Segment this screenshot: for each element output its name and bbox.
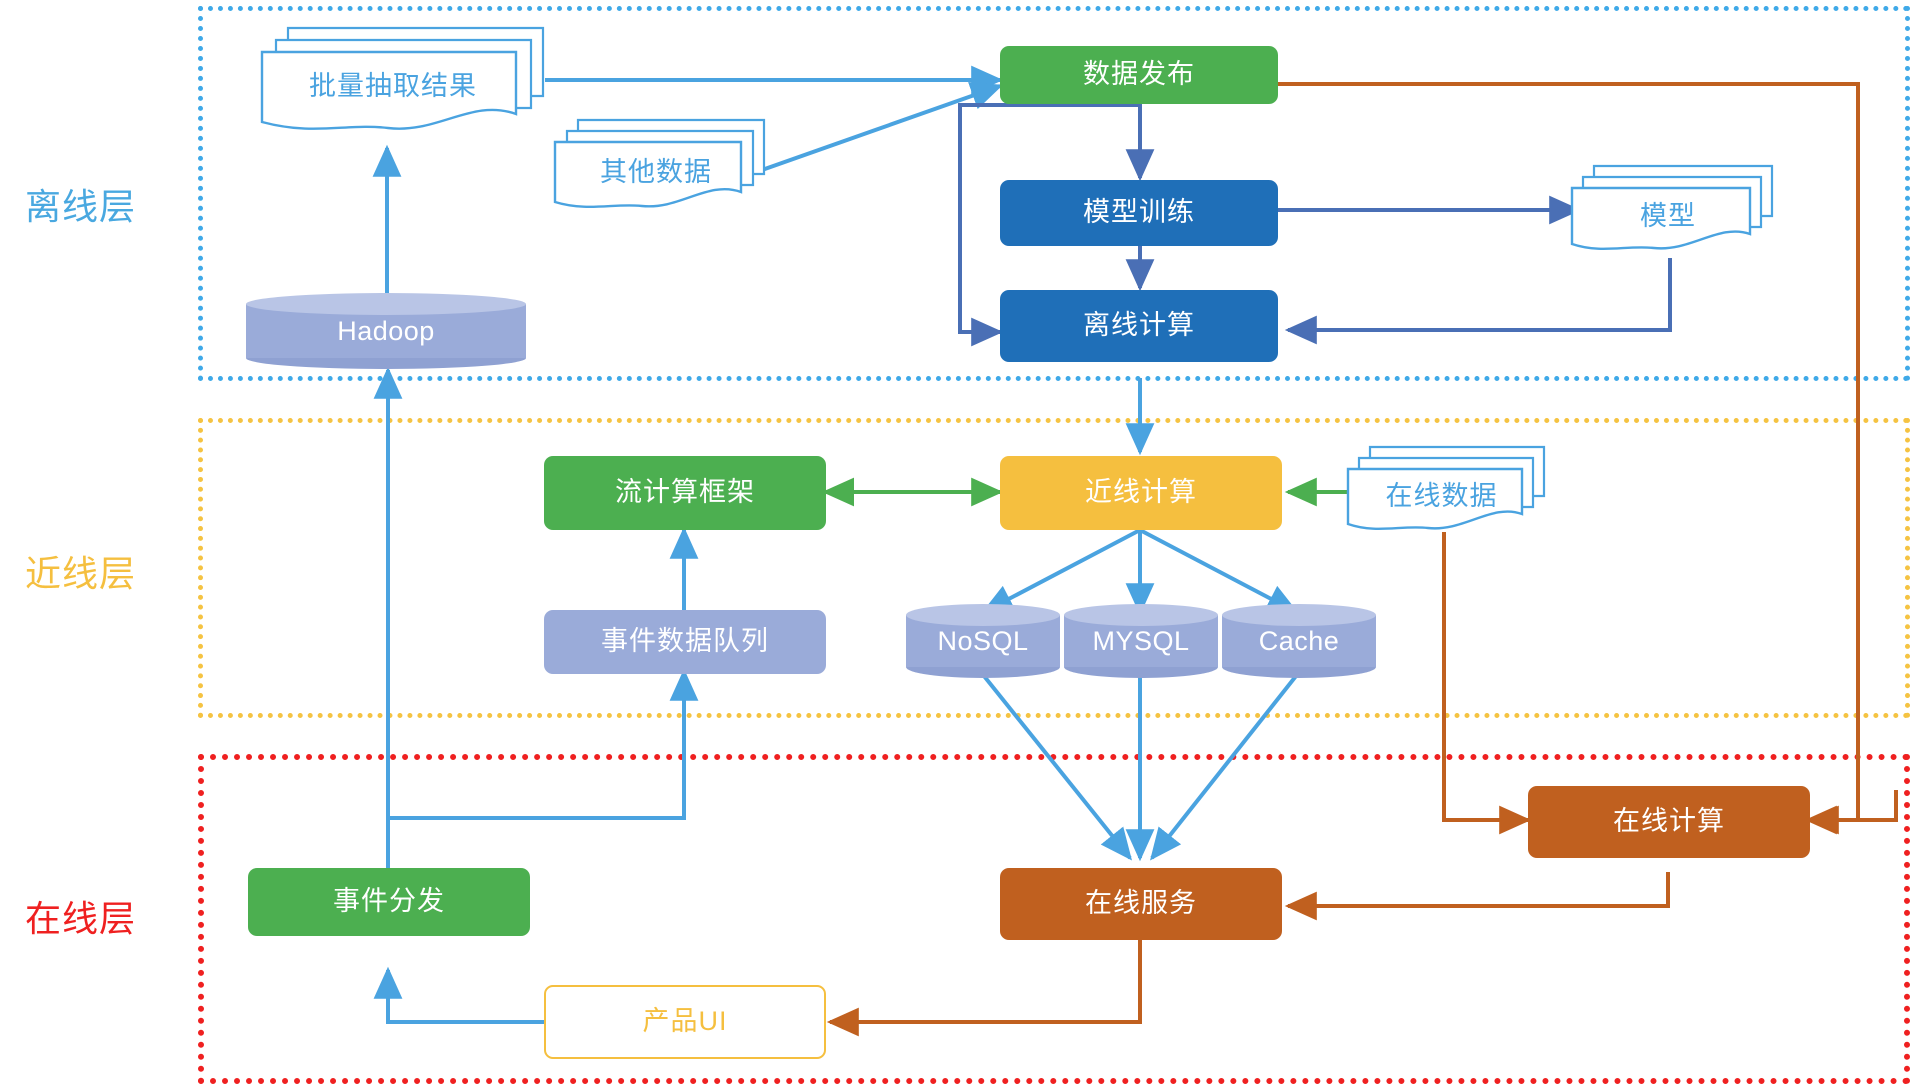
node-model-train[interactable]: 模型训练: [1000, 180, 1278, 246]
layer-label-online: 在线层: [25, 898, 137, 939]
node-label: 模型: [1640, 200, 1696, 231]
node-label: Hadoop: [337, 315, 435, 346]
node-label: 其他数据: [600, 156, 712, 187]
node-model[interactable]: 模型: [1568, 160, 1788, 265]
node-nearline-calc[interactable]: 近线计算: [1000, 456, 1282, 530]
node-online-calc[interactable]: 在线计算: [1528, 786, 1810, 858]
multi-document-icon: [1346, 445, 1546, 531]
node-event-queue[interactable]: 事件数据队列: [544, 610, 826, 674]
node-batch-extract[interactable]: 批量抽取结果: [258, 18, 558, 143]
cylinder-top: [1064, 604, 1218, 626]
node-event-dispatch[interactable]: 事件分发: [248, 868, 530, 936]
node-online-data[interactable]: 在线数据: [1344, 442, 1559, 544]
node-other-data[interactable]: 其他数据: [552, 112, 782, 222]
node-label: 近线计算: [1085, 477, 1197, 508]
node-label: 流计算框架: [615, 477, 755, 508]
layer-band-offline: [198, 6, 1910, 381]
multi-document-icon: [260, 26, 545, 130]
node-online-service[interactable]: 在线服务: [1000, 868, 1282, 940]
node-data-publish[interactable]: 数据发布: [1000, 46, 1278, 104]
node-label: 事件分发: [333, 886, 445, 917]
node-label: 数据发布: [1083, 59, 1195, 90]
node-offline-calc[interactable]: 离线计算: [1000, 290, 1278, 362]
multi-document-icon: [553, 118, 766, 209]
multi-document-icon: [1570, 164, 1774, 251]
node-stream-framework[interactable]: 流计算框架: [544, 456, 826, 530]
node-hadoop[interactable]: Hadoop: [246, 293, 526, 369]
node-label: 事件数据队列: [601, 626, 769, 657]
node-label: 批量抽取结果: [309, 70, 477, 101]
node-cache[interactable]: Cache: [1222, 604, 1376, 678]
node-label: MYSQL: [1092, 625, 1190, 656]
layer-label-offline: 离线层: [25, 186, 137, 227]
node-product-ui[interactable]: 产品UI: [544, 985, 826, 1059]
node-label: NoSQL: [937, 625, 1029, 656]
node-label: 在线数据: [1385, 480, 1498, 511]
node-mysql[interactable]: MYSQL: [1064, 604, 1218, 678]
node-nosql[interactable]: NoSQL: [906, 604, 1060, 678]
node-label: 在线计算: [1613, 806, 1725, 837]
cylinder-top: [1222, 604, 1376, 626]
cylinder-top: [906, 604, 1060, 626]
node-label: 在线服务: [1085, 888, 1197, 919]
node-label: 离线计算: [1083, 310, 1195, 341]
cylinder-top: [246, 293, 526, 315]
node-label: 模型训练: [1083, 197, 1195, 228]
node-label: 产品UI: [642, 1006, 728, 1037]
layer-label-nearline: 近线层: [25, 553, 137, 594]
node-label: Cache: [1258, 625, 1340, 656]
